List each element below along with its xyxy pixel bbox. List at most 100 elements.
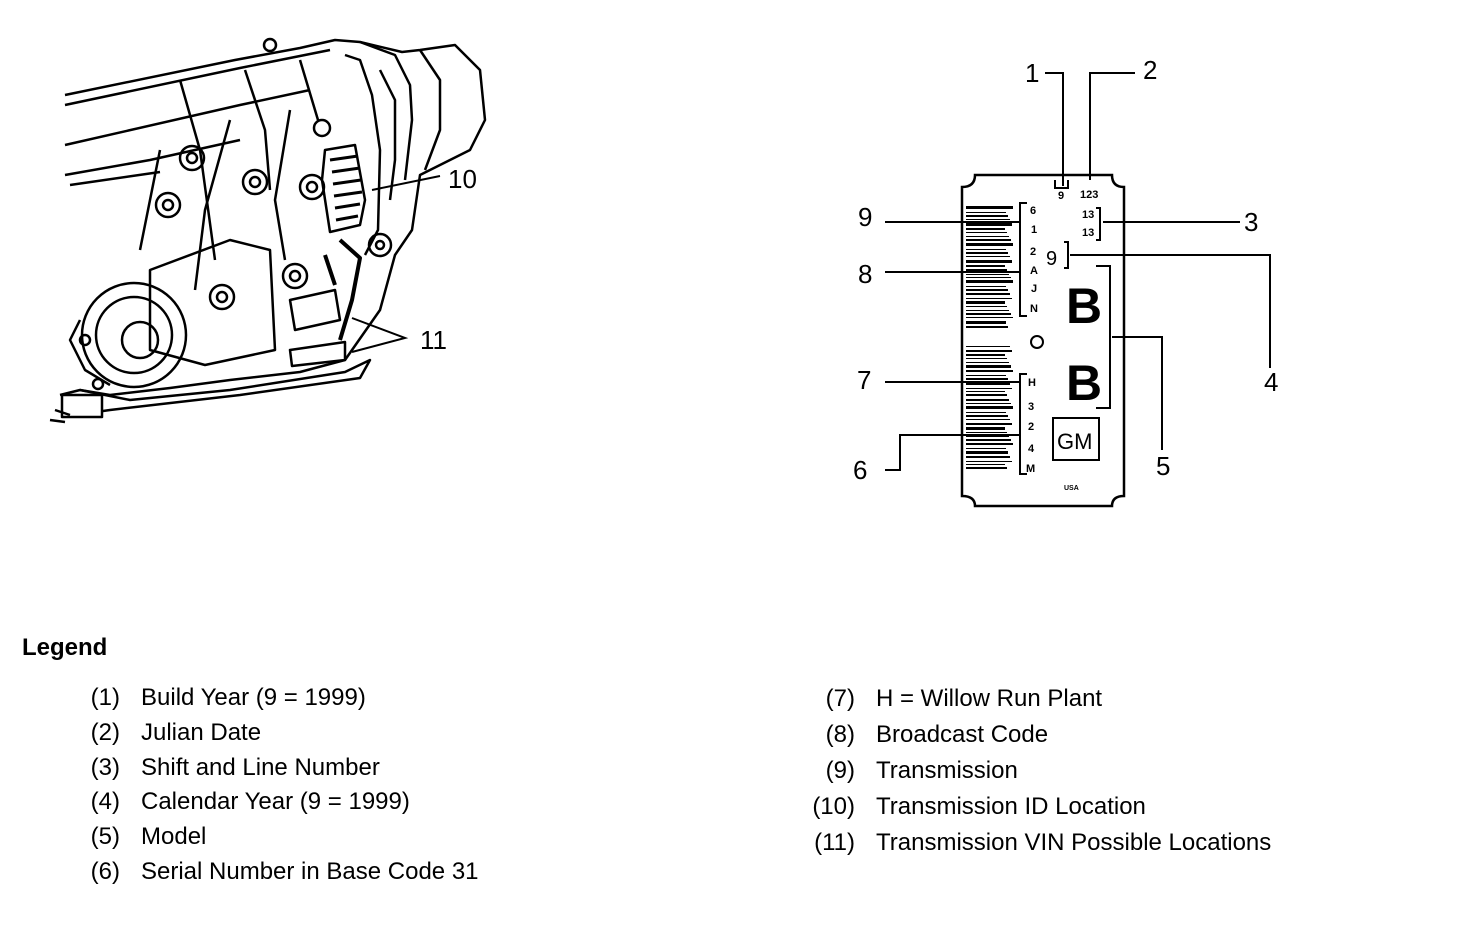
barcode-stripe — [966, 436, 1009, 437]
barcode-stripe — [966, 301, 1005, 304]
barcode-stripe — [966, 419, 1010, 420]
legend-text: H = Willow Run Plant — [876, 685, 1103, 712]
barcode-stripe — [966, 354, 1005, 356]
origin-text: USA — [1064, 485, 1079, 492]
barcode-stripe — [966, 280, 1013, 283]
barcode-stripe — [966, 274, 1009, 275]
barcode-stripe — [966, 378, 1008, 380]
legend-text: Transmission VIN Possible Locations — [876, 829, 1272, 856]
callout-3: 3 — [1244, 207, 1258, 237]
callout-2: 2 — [1143, 55, 1157, 85]
barcode-stripe — [966, 432, 1007, 433]
barcode-stripe — [966, 388, 1012, 389]
barcode-stripe — [966, 249, 1006, 250]
legend-number: (1) — [90, 684, 120, 711]
broadcast-char: 1 — [1031, 224, 1037, 236]
broadcast-char: 6 — [1030, 205, 1036, 217]
barcode-stripe — [966, 346, 1010, 347]
barcode-stripe — [966, 370, 1013, 372]
legend-title: Legend — [22, 634, 108, 661]
legend-text: Transmission — [876, 757, 1018, 784]
barcode — [966, 206, 1013, 469]
barcode-stripe — [966, 232, 1007, 233]
callout-10: 10 — [448, 164, 477, 194]
julian-date-text: 123 — [1080, 189, 1098, 201]
right-leaders — [885, 72, 1271, 471]
barcode-stripe — [966, 358, 1007, 359]
barcode-stripe — [966, 243, 1013, 246]
barcode-stripe — [966, 406, 1013, 409]
serial-bracket — [1019, 373, 1027, 475]
broadcast-bracket — [1019, 202, 1027, 317]
barcode-stripe — [966, 326, 1008, 328]
barcode-stripe — [966, 306, 1007, 307]
barcode-stripe — [966, 456, 1010, 458]
barcode-stripe — [966, 265, 1005, 267]
barcode-stripe — [966, 293, 1010, 295]
barcode-stripe — [966, 310, 1009, 311]
legend-text: Transmission ID Location — [876, 793, 1146, 820]
legend-text: Build Year (9 = 1999) — [141, 684, 366, 711]
transmission-illustration — [49, 37, 487, 424]
broadcast-char: 2 — [1030, 246, 1036, 258]
barcode-stripe — [966, 321, 1006, 324]
callout-9: 9 — [858, 202, 872, 232]
barcode-stripe — [966, 269, 1007, 271]
legend-text: Model — [141, 823, 207, 850]
barcode-stripe — [966, 212, 1006, 213]
id-label-tag: 6 1 2 A J N H 3 2 4 M 9 123 13 13 9 B B … — [960, 173, 1126, 508]
barcode-stripe — [966, 277, 1011, 278]
callout-11: 11 — [420, 325, 447, 355]
legend-number: (10) — [812, 793, 855, 820]
serial-char: 4 — [1028, 443, 1035, 455]
legend-number: (6) — [90, 858, 120, 885]
legend-number: (3) — [90, 754, 120, 781]
barcode-stripe — [966, 223, 1012, 226]
barcode-stripe — [966, 239, 1011, 241]
broadcast-char: A — [1030, 265, 1038, 277]
barcode-stripe — [966, 236, 1009, 237]
barcode-stripe — [966, 215, 1008, 217]
model-letter-2: B — [1066, 355, 1102, 411]
gm-logo-box — [1052, 417, 1100, 461]
legend-text: Julian Date — [141, 719, 262, 746]
barcode-stripe — [966, 317, 1013, 318]
barcode-stripe — [966, 394, 1007, 396]
shift-line-text-2: 13 — [1082, 227, 1094, 239]
barcode-stripe — [966, 362, 1009, 363]
gm-logo-text: GM — [1057, 429, 1092, 454]
shift-line-text-1: 13 — [1082, 209, 1094, 221]
legend-text: Broadcast Code — [876, 721, 1049, 748]
barcode-stripe — [966, 443, 1013, 445]
barcode-stripe — [966, 219, 1010, 220]
barcode-stripe — [966, 451, 1008, 454]
barcode-stripe — [966, 382, 1010, 385]
barcode-stripe — [966, 427, 1005, 430]
model-letter-1: B — [1066, 278, 1102, 334]
legend-number: (5) — [90, 823, 120, 850]
callout-1: 1 — [1025, 58, 1039, 88]
barcode-stripe — [966, 412, 1006, 413]
broadcast-char: J — [1031, 283, 1037, 295]
callout-8: 8 — [858, 259, 872, 289]
barcode-stripe — [966, 391, 1005, 392]
calendar-year-digit: 9 — [1046, 248, 1057, 270]
barcode-stripe — [966, 467, 1007, 469]
legend-number: (9) — [825, 757, 855, 784]
callout-6: 6 — [853, 455, 867, 485]
serial-char: 3 — [1028, 401, 1034, 413]
barcode-stripe — [966, 448, 1006, 449]
barcode-stripe — [966, 289, 1008, 291]
serial-char: 2 — [1028, 421, 1034, 433]
barcode-stripe — [966, 365, 1011, 368]
legend-number: (8) — [825, 721, 855, 748]
barcode-stripe — [966, 415, 1008, 417]
hole-marker — [1030, 335, 1044, 349]
serial-char: H — [1028, 377, 1036, 389]
legend-text: Shift and Line Number — [141, 754, 380, 781]
barcode-stripe — [966, 206, 1013, 209]
serial-char: M — [1026, 463, 1035, 475]
barcode-stripe — [966, 286, 1006, 287]
barcode-stripe — [966, 260, 1012, 263]
